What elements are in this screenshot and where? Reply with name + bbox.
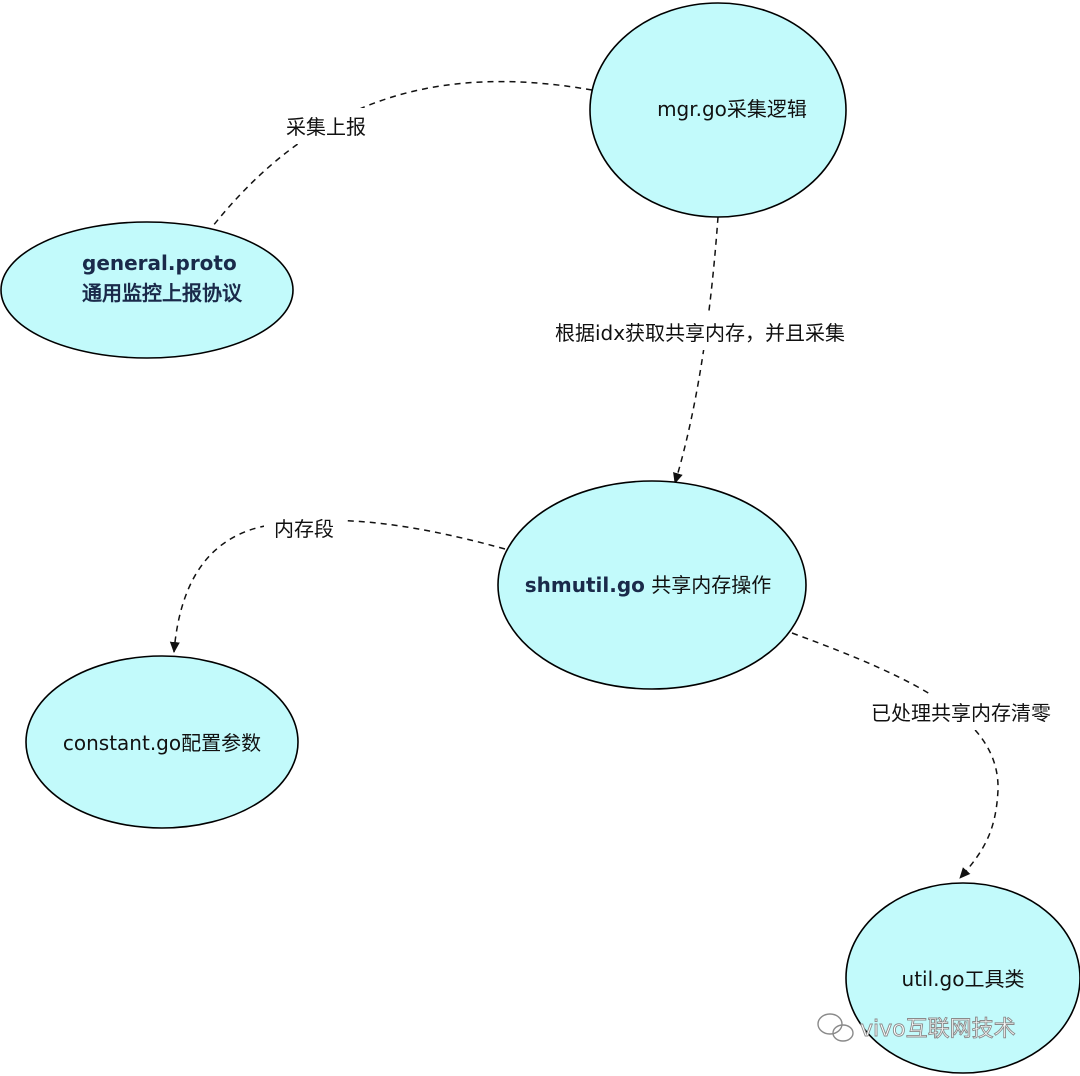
edge-shmutil-to-util — [791, 632, 999, 879]
node-shmutil: shmutil.go 共享内存操作 — [497, 480, 807, 690]
edge-label-collect-report-text: 采集上报 — [286, 115, 366, 139]
watermark: vivo互联网技术 — [817, 1013, 1016, 1042]
node-util: util.go工具类 — [845, 882, 1080, 1074]
node-general: general.proto 通用监控上报协议 — [0, 221, 294, 359]
watermark-text: vivo互联网技术 — [860, 1017, 1016, 1042]
edge-label-get-shm: 根据idx获取共享内存，并且采集 — [534, 314, 866, 350]
edge-label-memory-segment-text: 内存段 — [274, 517, 334, 541]
node-constant: constant.go配置参数 — [25, 655, 299, 829]
edge-label-get-shm-text: 根据idx获取共享内存，并且采集 — [555, 321, 845, 345]
node-mgr: mgr.go采集逻辑 — [589, 2, 847, 218]
node-util-label: util.go工具类 — [902, 967, 1025, 991]
edge-label-clear-shm: 已处理共享内存清零 — [856, 694, 1070, 730]
wechat-icon — [817, 1013, 854, 1042]
edge-mgr-to-general — [201, 80, 593, 241]
node-mgr-label: mgr.go采集逻辑 — [657, 97, 807, 121]
node-constant-label: constant.go配置参数 — [63, 731, 261, 755]
node-shmutil-file: shmutil.go — [525, 573, 645, 597]
edge-label-memory-segment: 内存段 — [264, 512, 344, 546]
node-shmutil-desc: 共享内存操作 — [645, 573, 771, 597]
edge-label-clear-shm-text: 已处理共享内存清零 — [871, 701, 1051, 725]
node-general-subtitle: 通用监控上报协议 — [82, 281, 243, 305]
node-shmutil-label: shmutil.go 共享内存操作 — [525, 573, 772, 597]
node-general-title: general.proto — [82, 251, 237, 275]
edge-label-collect-report: 采集上报 — [270, 108, 382, 144]
